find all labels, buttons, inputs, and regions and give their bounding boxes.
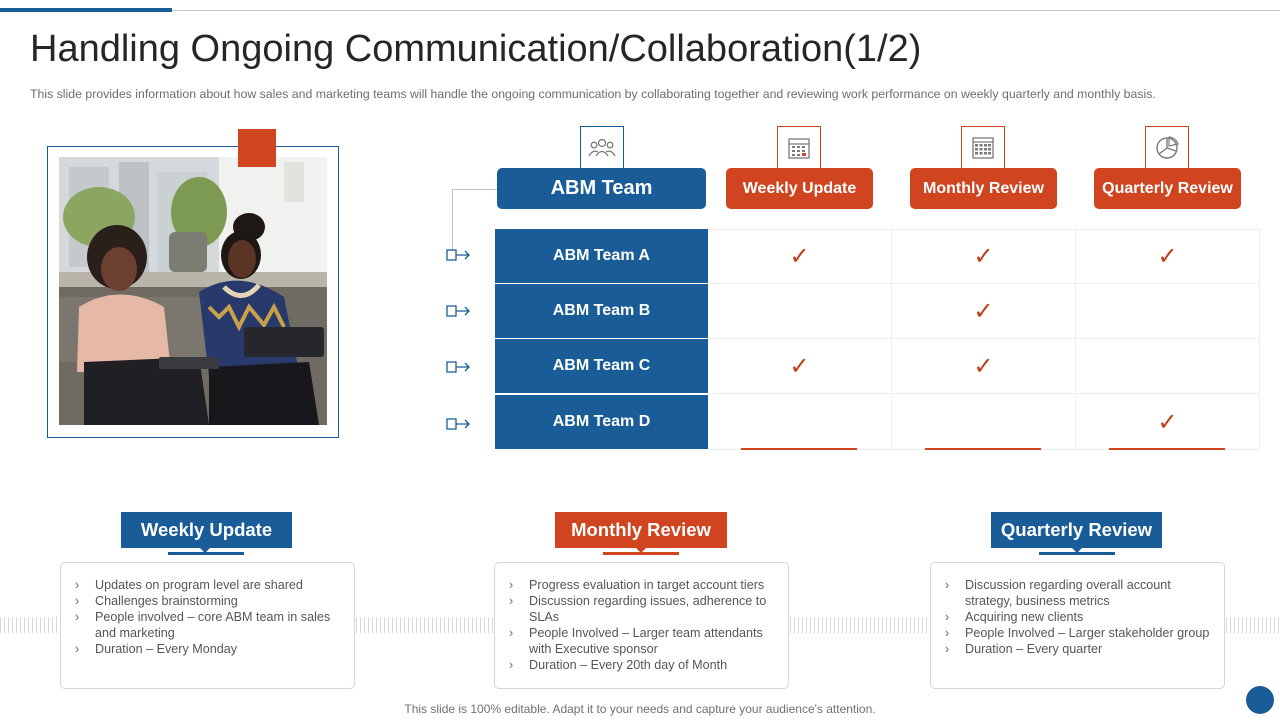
decorative-dash-band xyxy=(356,617,494,633)
decorative-dash-band xyxy=(790,617,930,633)
title-pointer xyxy=(200,548,210,553)
bullet-chevron-icon: › xyxy=(509,626,514,640)
column-underline xyxy=(1109,448,1225,450)
check-cell: ✓ xyxy=(892,339,1076,394)
check-cell xyxy=(1076,284,1260,339)
quarterly-review-card: ›Discussion regarding overall account st… xyxy=(930,562,1225,689)
monthly-review-header: Monthly Review xyxy=(910,168,1057,209)
bullet-chevron-icon: › xyxy=(945,642,950,656)
monthly-review-title: Monthly Review xyxy=(555,512,727,548)
arrow-right-icon xyxy=(446,418,470,430)
weekly-update-card: ›Updates on program level are shared ›Ch… xyxy=(60,562,355,689)
check-cell: ✓ xyxy=(708,339,892,394)
bullet-chevron-icon: › xyxy=(75,594,80,608)
list-item: ›People Involved – Larger stakeholder gr… xyxy=(945,626,1210,640)
slide-title: Handling Ongoing Communication/Collabora… xyxy=(30,28,922,70)
arrow-right-icon xyxy=(446,361,470,373)
connector-line xyxy=(452,189,497,190)
quarterly-review-header: Quarterly Review xyxy=(1094,168,1241,209)
check-cell: ✓ xyxy=(892,229,1076,284)
list-item: ›Updates on program level are shared xyxy=(75,578,303,592)
bullet-chevron-icon: › xyxy=(75,642,80,656)
title-underline xyxy=(603,552,679,555)
team-name-cell: ABM Team B xyxy=(495,284,708,339)
team-name-cell: ABM Team C xyxy=(495,339,708,394)
bullet-chevron-icon: › xyxy=(75,610,80,624)
team-name-cell: ABM Team D xyxy=(495,395,708,450)
connector-line xyxy=(452,189,453,251)
check-icon: ✓ xyxy=(973,243,994,270)
people-icon xyxy=(580,126,624,170)
weekly-update-header: Weekly Update xyxy=(726,168,873,209)
arrow-right-icon xyxy=(446,249,470,261)
check-icon: ✓ xyxy=(789,352,810,380)
photo-accent-square xyxy=(238,129,276,167)
check-cell xyxy=(708,395,892,450)
team-name-cell: ABM Team A xyxy=(495,229,708,284)
calendar-grid-icon xyxy=(961,126,1005,170)
arrow-right-icon xyxy=(446,305,470,317)
title-pointer xyxy=(636,548,646,553)
monthly-review-card: ›Progress evaluation in target account t… xyxy=(494,562,789,689)
pie-chart-icon xyxy=(1145,126,1189,170)
weekly-update-title: Weekly Update xyxy=(121,512,292,548)
title-underline xyxy=(1039,552,1115,555)
list-item: ›Challenges brainstorming xyxy=(75,594,238,608)
list-item: ›Progress evaluation in target account t… xyxy=(509,578,765,592)
check-cell: ✓ xyxy=(892,284,1076,339)
bullet-chevron-icon: › xyxy=(945,610,950,624)
bullet-chevron-icon: › xyxy=(509,658,514,672)
list-item: ›Discussion regarding issues, adherence … xyxy=(509,594,767,624)
decorative-dash-band xyxy=(1226,617,1280,633)
bullet-chevron-icon: › xyxy=(945,626,950,640)
abm-team-header: ABM Team xyxy=(497,168,706,209)
bullet-chevron-icon: › xyxy=(945,578,950,592)
calendar-icon xyxy=(777,126,821,170)
table-row: ABM Team C ✓ ✓ xyxy=(495,339,1260,394)
top-accent-bar xyxy=(0,8,172,12)
list-item: ›Duration – Every quarter xyxy=(945,642,1103,656)
list-item: ›Duration – Every Monday xyxy=(75,642,238,656)
list-item: ›People Involved – Larger team attendant… xyxy=(509,626,763,656)
check-cell: ✓ xyxy=(708,229,892,284)
decorative-dash-band xyxy=(0,617,60,633)
bullet-chevron-icon: › xyxy=(75,578,80,592)
list-item: ›People involved – core ABM team in sale… xyxy=(75,610,331,640)
check-icon: ✓ xyxy=(1157,243,1178,270)
check-cell: ✓ xyxy=(1076,229,1260,284)
bullet-chevron-icon: › xyxy=(509,594,514,608)
table-row: ABM Team D ✓ xyxy=(495,395,1260,450)
check-icon: ✓ xyxy=(789,243,810,270)
quarterly-review-title: Quarterly Review xyxy=(991,512,1162,548)
table-row: ABM Team A ✓ ✓ ✓ xyxy=(495,229,1260,284)
bullet-chevron-icon: › xyxy=(509,578,514,592)
slide-subtitle: This slide provides information about ho… xyxy=(30,87,1156,101)
title-pointer xyxy=(1072,548,1082,553)
check-cell: ✓ xyxy=(1076,395,1260,450)
check-cell xyxy=(892,395,1076,450)
list-item: ›Acquiring new clients xyxy=(945,610,1084,624)
corner-decoration xyxy=(1246,686,1274,714)
photo-frame xyxy=(47,146,339,438)
top-divider-line xyxy=(172,10,1280,11)
footer-note: This slide is 100% editable. Adapt it to… xyxy=(404,702,876,716)
meeting-photo xyxy=(59,157,327,425)
column-underline xyxy=(925,448,1041,450)
column-underline xyxy=(741,448,857,450)
check-icon: ✓ xyxy=(1157,408,1178,436)
table-row: ABM Team B ✓ xyxy=(495,284,1260,339)
check-cell xyxy=(1076,339,1260,394)
list-item: ›Duration – Every 20th day of Month xyxy=(509,658,728,672)
list-item: ›Discussion regarding overall account st… xyxy=(945,578,1171,608)
check-icon: ✓ xyxy=(973,297,994,325)
title-underline xyxy=(168,552,244,555)
check-cell xyxy=(708,284,892,339)
check-icon: ✓ xyxy=(973,352,994,380)
